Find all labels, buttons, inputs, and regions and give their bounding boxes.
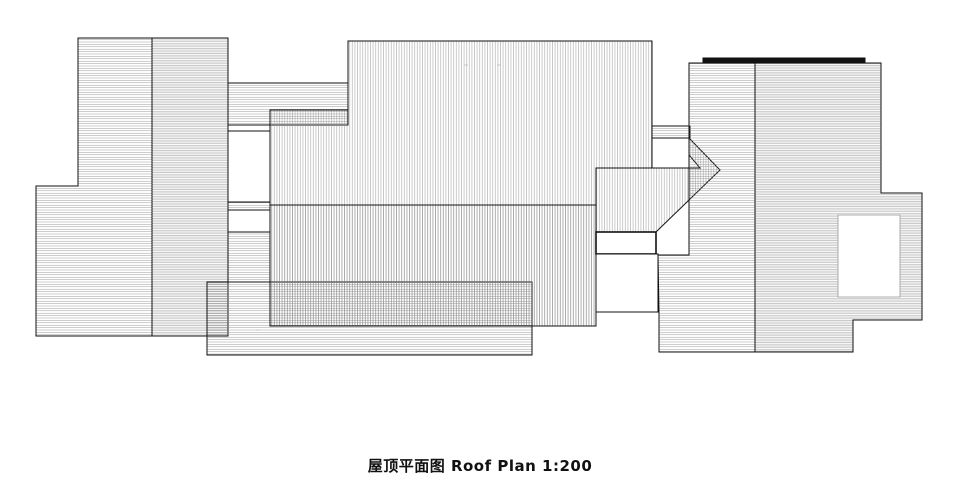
drawing-caption: 屋顶平面图 Roof Plan 1:200 (367, 457, 593, 475)
annotation-marks (256, 64, 501, 331)
left-wing-roof (35, 37, 229, 337)
connector-south-roof (227, 231, 271, 283)
right-wing-east-slope (754, 62, 923, 353)
right-wing-roof (657, 57, 923, 353)
right-wing-skylight (837, 214, 901, 298)
connector-east-roof (651, 125, 691, 139)
connector-middle-roof (227, 201, 271, 211)
diagonal-link-wall (595, 231, 657, 255)
right-connector (595, 125, 721, 313)
central-north-slope (269, 40, 653, 206)
left-wing-west-slope (35, 37, 153, 337)
central-south-slope-top (269, 204, 597, 327)
right-wing-ridge-cap (702, 57, 866, 63)
connector-north-gap (227, 124, 271, 132)
central-roof (206, 40, 653, 356)
passage-roof (595, 253, 659, 313)
